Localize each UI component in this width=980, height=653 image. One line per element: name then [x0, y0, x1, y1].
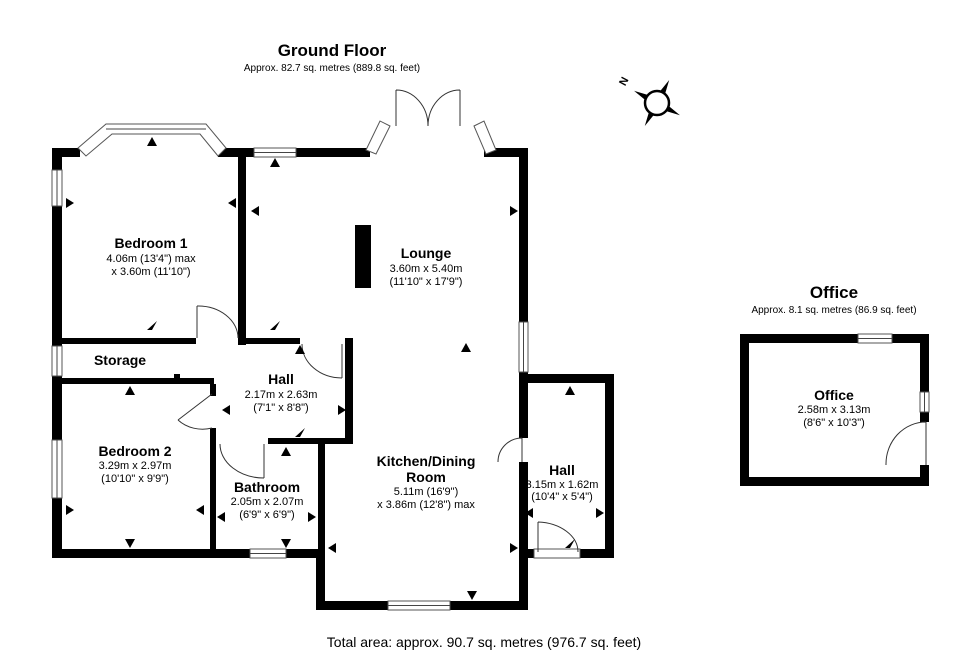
bathroom-dim1: 2.05m x 2.07m: [231, 496, 304, 508]
office-dim2: (8'6" x 10'3"): [803, 417, 865, 429]
bay-window: [77, 123, 227, 157]
kitchen-dim1: 5.11m (16'9"): [394, 486, 459, 498]
bedroom1-dim2: x 3.60m (11'10"): [111, 266, 190, 278]
compass-icon: N: [617, 75, 680, 126]
office-dim1: 2.58m x 3.13m: [798, 404, 871, 416]
bedroom2-dim2: (10'10" x 9'9"): [101, 473, 169, 485]
storage-name: Storage: [94, 352, 146, 368]
lounge-dim1: 3.60m x 5.40m: [390, 263, 463, 275]
office-room-name: Office: [814, 387, 854, 403]
lounge-name: Lounge: [401, 245, 452, 261]
bedroom2-dim1: 3.29m x 2.97m: [99, 460, 172, 472]
hall1-name: Hall: [268, 371, 294, 387]
compass-north-label: N: [617, 75, 631, 88]
ground-floor-area: Approx. 82.7 sq. metres (889.8 sq. feet): [244, 63, 420, 74]
hall1-dim2: (7'1" x 8'8"): [253, 402, 308, 414]
office-area: Approx. 8.1 sq. metres (86.9 sq. feet): [751, 305, 916, 316]
office-title: Office: [810, 283, 858, 302]
hall2-dim2: (10'4" x 5'4"): [531, 491, 593, 503]
lounge-dim2: (11'10" x 17'9"): [390, 276, 463, 288]
dimension-markers: [66, 137, 604, 600]
chimney-breast: [355, 225, 371, 288]
kitchen-dim2: x 3.86m (12'8") max: [377, 499, 475, 511]
hall1-dim1: 2.17m x 2.63m: [245, 389, 318, 401]
kitchen-name-line2: Room: [406, 469, 446, 485]
bathroom-dim2: (6'9" x 6'9"): [239, 509, 294, 521]
bathroom-name: Bathroom: [234, 479, 300, 495]
kitchen-name-line1: Kitchen/Dining: [377, 453, 476, 469]
total-area: Total area: approx. 90.7 sq. metres (976…: [327, 634, 641, 650]
doors: [177, 89, 927, 559]
hall2-name: Hall: [549, 462, 575, 478]
bedroom1-dim1: 4.06m (13'4") max: [106, 253, 196, 265]
windows: [51, 147, 930, 611]
walls: [52, 148, 929, 610]
hall2-dim1: 3.15m x 1.62m: [526, 479, 599, 491]
ground-floor-title: Ground Floor: [278, 41, 387, 60]
bedroom2-name: Bedroom 2: [98, 443, 171, 459]
bedroom1-name: Bedroom 1: [114, 235, 187, 251]
